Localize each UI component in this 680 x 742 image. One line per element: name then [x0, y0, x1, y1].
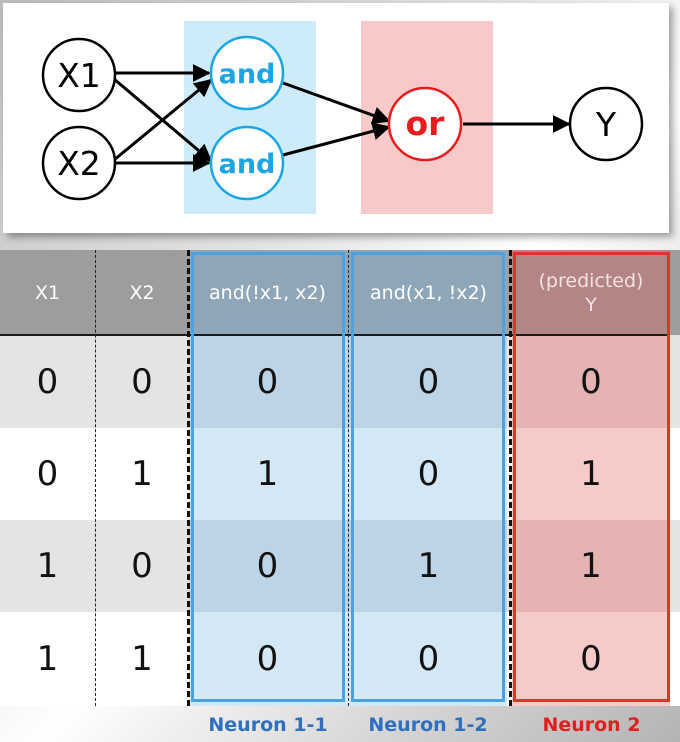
cell-r1-x2: 0	[95, 336, 189, 428]
cell-r3-y: 1	[512, 520, 670, 612]
separator-x1-x2	[95, 250, 96, 706]
truth-table: X1 0 0 1 1 X2 0 1 0 1 and(!x1, x2) 0 1 0…	[0, 250, 680, 706]
strip-r2	[670, 428, 680, 520]
header-predicted-y: (predicted) Y	[512, 250, 670, 335]
label-neuron-1-2: Neuron 1-2	[368, 714, 488, 736]
cell-r3-n12: 1	[350, 520, 507, 612]
network-diagram: X1 X2 and and or Y	[3, 3, 669, 233]
table-right-strip	[670, 250, 680, 706]
cell-r3-x2: 0	[95, 520, 189, 612]
cell-r1-n12: 0	[350, 336, 507, 428]
cell-r4-x1: 1	[0, 612, 95, 706]
column-neuron-1-1: and(!x1, x2) 0 1 0 0	[189, 250, 346, 706]
network-diagram-svg: X1 X2 and and or Y	[41, 21, 644, 214]
cell-r2-y: 1	[512, 428, 670, 520]
cell-r2-n11: 1	[189, 428, 346, 520]
separator-hidden-output	[509, 250, 512, 706]
hidden-node-and-1-label: and	[219, 59, 276, 90]
header-x2: X2	[95, 250, 189, 335]
cell-r3-x1: 1	[0, 520, 95, 612]
strip-r3	[670, 520, 680, 612]
cell-r4-y: 0	[512, 612, 670, 706]
input-node-x2	[41, 125, 117, 201]
separator-inputs-neurons	[187, 250, 190, 706]
header-x1: X1	[0, 250, 95, 335]
neuron-1-2-outline	[351, 252, 505, 702]
cell-r4-x2: 1	[95, 612, 189, 706]
column-x2: X2 0 1 0 1	[95, 250, 189, 706]
hidden-node-and-2	[209, 125, 285, 201]
edge-and2-or	[282, 122, 391, 157]
column-neuron-2: (predicted) Y 0 1 1 0	[512, 250, 670, 706]
label-neuron-1-1: Neuron 1-1	[208, 714, 328, 736]
strip-r4	[670, 612, 680, 706]
header-divider	[0, 334, 670, 336]
cell-r1-x1: 0	[0, 336, 95, 428]
column-neuron-1-2: and(x1, !x2) 0 0 1 0	[350, 250, 507, 706]
input-node-x1-label: X1	[57, 56, 101, 95]
edge-and1-or	[282, 81, 391, 125]
neuron-2-outline	[513, 252, 670, 702]
input-node-x2-label: X2	[57, 144, 101, 183]
label-neuron-2: Neuron 2	[542, 714, 641, 736]
input-node-x1	[41, 37, 117, 113]
cell-r1-y: 0	[512, 336, 670, 428]
cell-r3-n11: 0	[189, 520, 346, 612]
cell-r1-n11: 0	[189, 336, 346, 428]
output-gate-or-label: or	[406, 104, 446, 143]
separator-neuron-1-1-1-2	[348, 250, 349, 706]
cell-r2-x2: 1	[95, 428, 189, 520]
cell-r4-n12: 0	[350, 612, 507, 706]
header-and-not-x1-x2: and(!x1, x2)	[189, 250, 346, 335]
cell-r2-n12: 0	[350, 428, 507, 520]
strip-r1	[670, 336, 680, 428]
cell-r4-n11: 0	[189, 612, 346, 706]
cell-r2-x1: 0	[0, 428, 95, 520]
output-node-y	[568, 86, 644, 162]
header-and-x1-not-x2: and(x1, !x2)	[350, 250, 507, 335]
hidden-node-and-2-label: and	[219, 149, 276, 180]
output-gate-or	[387, 86, 463, 162]
strip-header	[670, 250, 680, 335]
output-node-y-label: Y	[595, 105, 617, 144]
column-x1: X1 0 0 1 1	[0, 250, 95, 706]
edge-x2-and1	[113, 78, 213, 162]
neuron-1-1-outline	[191, 252, 345, 702]
hidden-node-and-1	[209, 35, 285, 111]
